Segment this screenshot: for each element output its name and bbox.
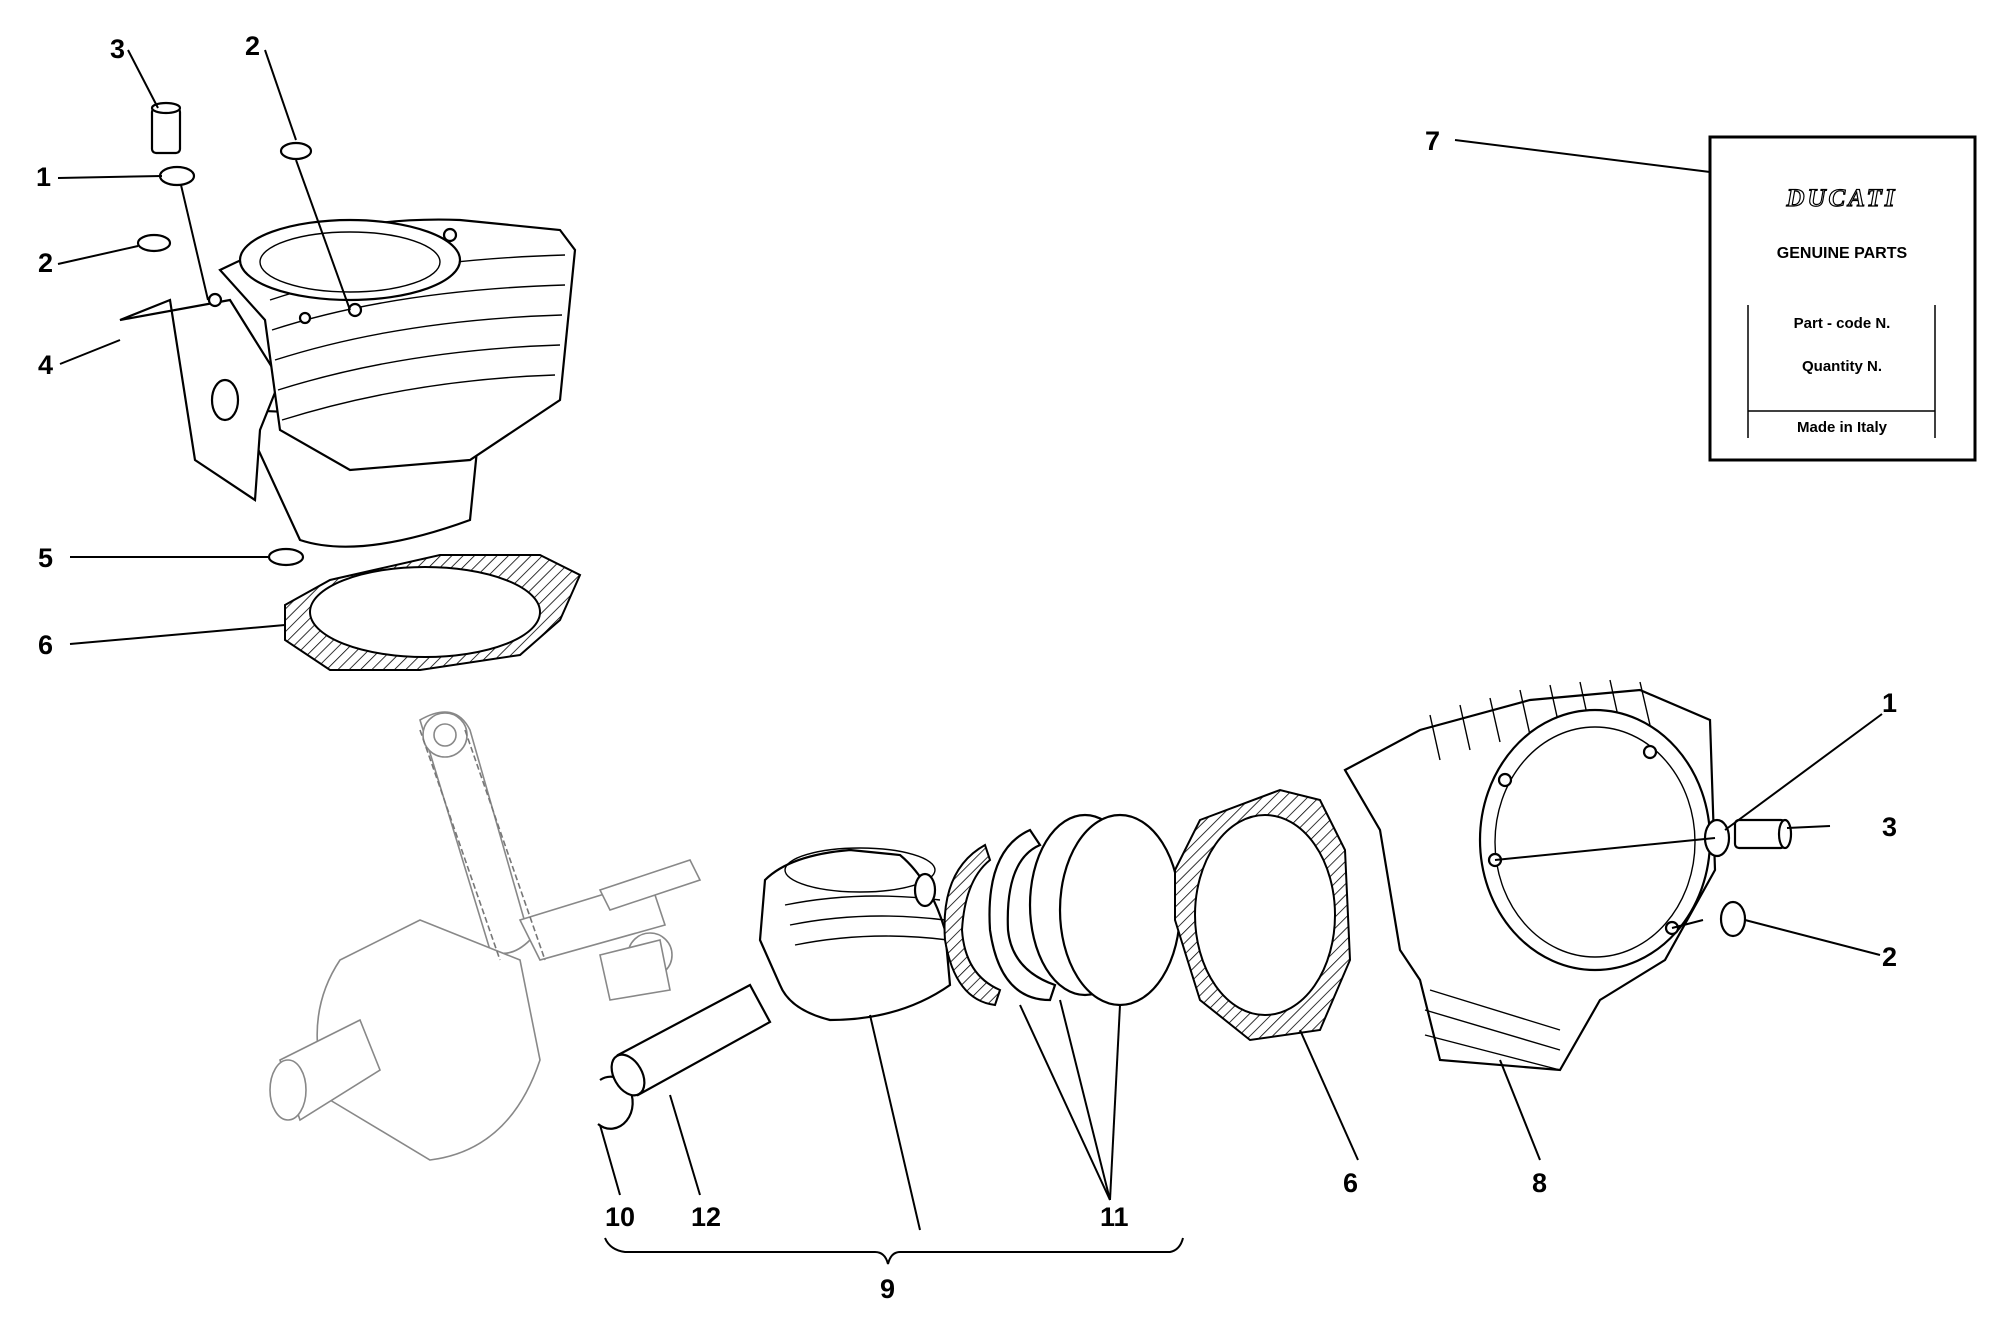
callout-2-right: 2 xyxy=(1882,942,1897,972)
base-gasket-top xyxy=(284,554,582,671)
cylinder-rear xyxy=(1343,679,1717,1072)
callout-numbers: 3 2 1 2 4 5 6 7 1 3 2 6 8 10 12 11 9 xyxy=(36,31,1897,1304)
callout-5: 5 xyxy=(38,543,53,573)
cylinder-front xyxy=(119,218,577,548)
part-code-text: Part - code N. xyxy=(1794,315,1891,332)
base-gasket-right xyxy=(1174,788,1352,1042)
o-ring-2-top xyxy=(279,141,313,161)
callout-4: 4 xyxy=(38,350,53,380)
callout-9: 9 xyxy=(880,1274,895,1304)
piston xyxy=(758,847,952,1022)
dowel-sleeve-right xyxy=(1733,818,1793,850)
group-bracket-9 xyxy=(604,1237,1184,1265)
callout-2-top: 2 xyxy=(245,31,260,61)
callout-7: 7 xyxy=(1425,126,1440,156)
callout-12: 12 xyxy=(691,1202,721,1232)
callout-1-right: 1 xyxy=(1882,688,1897,718)
brand-logo-text: DUCATI xyxy=(1785,185,1897,212)
callout-6-left: 6 xyxy=(38,630,53,660)
callout-3-top: 3 xyxy=(110,34,125,64)
callout-2-left: 2 xyxy=(38,248,53,278)
callout-8: 8 xyxy=(1532,1168,1547,1198)
piston-rings xyxy=(943,813,1182,1007)
crankshaft-ghost xyxy=(269,711,702,1161)
callout-6-bottom: 6 xyxy=(1343,1168,1358,1198)
genuine-parts-text: GENUINE PARTS xyxy=(1777,245,1908,262)
callout-3-right: 3 xyxy=(1882,812,1897,842)
callout-11: 11 xyxy=(1100,1202,1129,1232)
o-ring-2-left xyxy=(136,233,172,253)
quantity-text: Quantity N. xyxy=(1802,358,1882,375)
piston-pin xyxy=(610,983,772,1097)
made-in-text: Made in Italy xyxy=(1797,419,1888,436)
callout-10: 10 xyxy=(605,1202,635,1232)
callout-1-left: 1 xyxy=(36,162,51,192)
leader-lines xyxy=(57,49,1883,1231)
o-ring-2-right xyxy=(1719,900,1747,938)
o-ring-1-top xyxy=(158,165,196,187)
dowel-sleeve-top xyxy=(150,101,182,155)
o-ring-5 xyxy=(267,547,305,567)
genuine-parts-label: DUCATI GENUINE PARTS Part - code N. Quan… xyxy=(1708,135,1977,462)
